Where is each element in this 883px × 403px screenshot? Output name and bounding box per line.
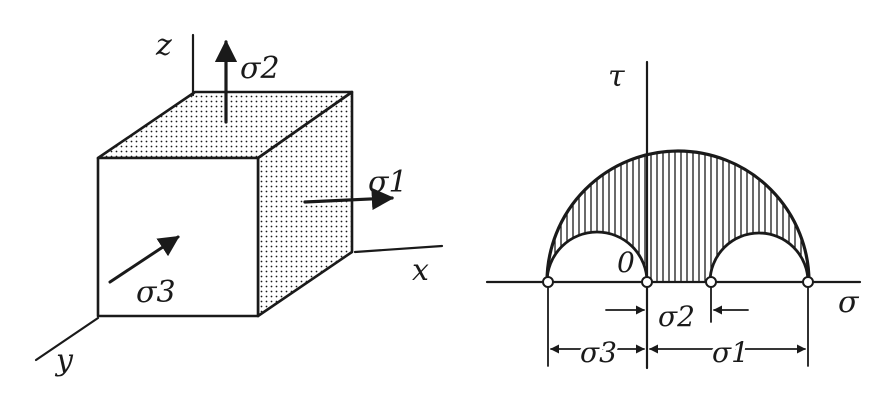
z-axis-label: z bbox=[155, 28, 172, 63]
cube-diagram: z x y σ2 σ1 σ3 bbox=[34, 28, 444, 378]
right-mohr-circle bbox=[708, 231, 810, 284]
sigma1-dim-label: σ1 bbox=[712, 336, 749, 369]
sigma3-arrow bbox=[108, 235, 180, 284]
point-origin bbox=[641, 276, 653, 288]
sigma3-dim-label: σ3 bbox=[580, 336, 617, 369]
point-sigma2 bbox=[705, 276, 717, 288]
sigma2-label: σ2 bbox=[240, 51, 280, 86]
tau-axis-label: τ bbox=[608, 59, 625, 94]
sigma1-label: σ1 bbox=[368, 165, 408, 200]
x-axis-label: x bbox=[412, 253, 429, 288]
origin-label: 0 bbox=[617, 246, 635, 279]
left-mohr-circle bbox=[545, 230, 649, 284]
large-mohr-circle bbox=[545, 149, 811, 284]
y-axis-label: y bbox=[54, 343, 74, 378]
point-sigma3 bbox=[542, 276, 554, 288]
mohr-circle-diagram: τ σ 0 σ2 σ3 σ1 bbox=[485, 59, 862, 372]
sigma1-arrow bbox=[303, 187, 395, 211]
y-axis bbox=[34, 316, 100, 362]
x-axis bbox=[353, 244, 444, 254]
hatched-region bbox=[547, 151, 809, 282]
sigma2-dim-label: σ2 bbox=[658, 300, 695, 333]
point-sigma1 bbox=[802, 276, 814, 288]
sigma3-label: σ3 bbox=[136, 275, 176, 310]
sigma-axis-label: σ bbox=[838, 285, 860, 320]
